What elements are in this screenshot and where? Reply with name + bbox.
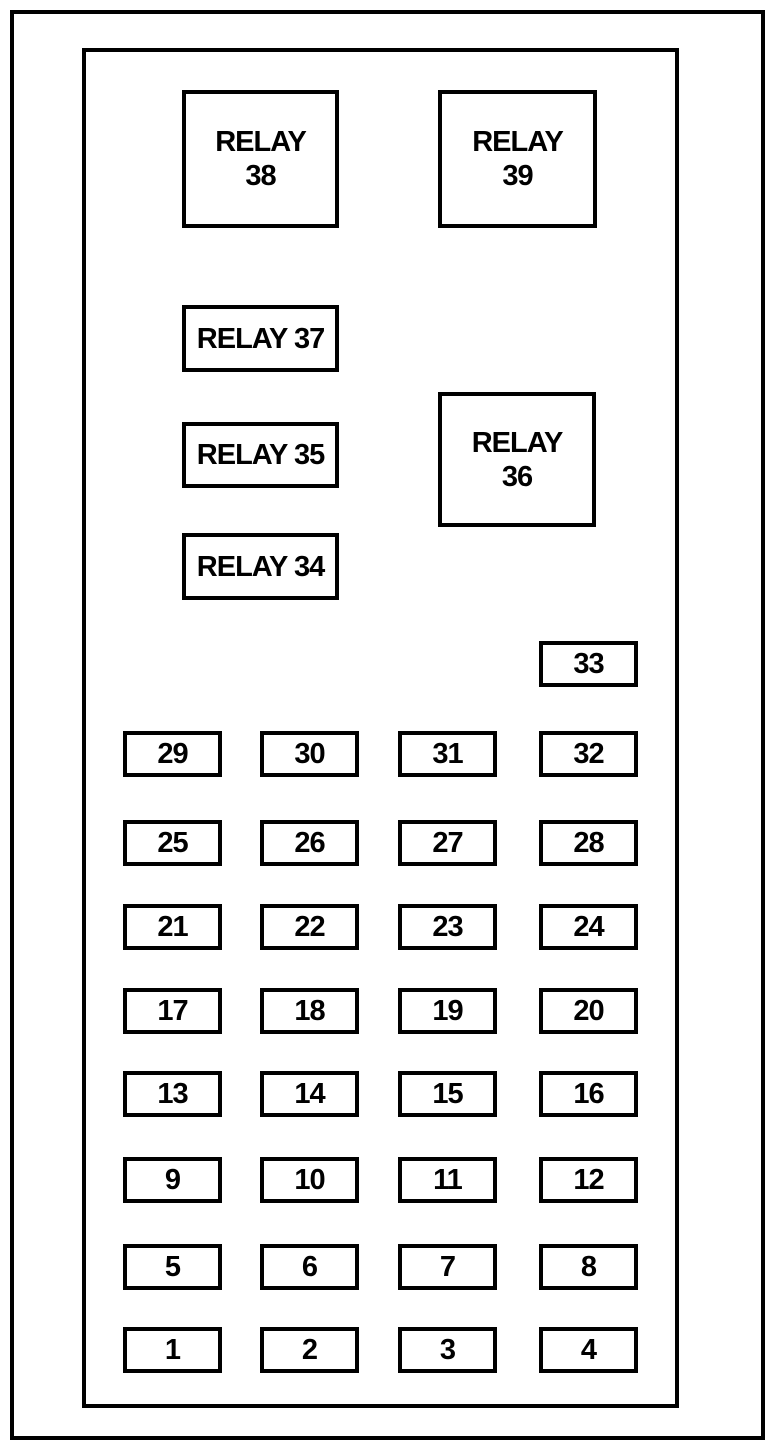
fuse-25: 25 <box>123 820 222 866</box>
fuse-11-label: 11 <box>433 1163 463 1196</box>
fuse-2: 2 <box>260 1327 359 1373</box>
fuse-panel-outline <box>82 48 679 1408</box>
relay-36-label: RELAY 36 <box>471 426 564 494</box>
fuse-10-label: 10 <box>294 1163 325 1196</box>
relay-34: RELAY 34 <box>182 533 339 600</box>
fuse-8: 8 <box>539 1244 638 1290</box>
fuse-33: 33 <box>539 641 638 687</box>
outer-frame <box>10 10 765 1440</box>
fuse-15-label: 15 <box>432 1077 463 1110</box>
fuse-20: 20 <box>539 988 638 1034</box>
fuse-31: 31 <box>398 731 497 777</box>
relay-39-line-1: RELAY <box>472 126 564 158</box>
fuse-28: 28 <box>539 820 638 866</box>
relay-36-line-2: 36 <box>501 460 533 493</box>
relay-37-line-1: RELAY 37 <box>196 322 325 355</box>
fuse-17-label: 17 <box>157 994 188 1027</box>
relay-37: RELAY 37 <box>182 305 339 372</box>
fuse-7: 7 <box>398 1244 497 1290</box>
fuse-18: 18 <box>260 988 359 1034</box>
fuse-20-label: 20 <box>573 994 604 1027</box>
fuse-15: 15 <box>398 1071 497 1117</box>
fuse-19-label: 19 <box>432 994 463 1027</box>
fuse-1-label: 1 <box>164 1333 181 1366</box>
fuse-24-label: 24 <box>573 910 604 943</box>
relay-39-label: RELAY 39 <box>472 125 564 193</box>
fuse-23-label: 23 <box>432 910 463 943</box>
relay-35: RELAY 35 <box>182 422 339 488</box>
fuse-18-label: 18 <box>294 994 325 1027</box>
fuse-21-label: 21 <box>157 910 188 943</box>
fuse-12: 12 <box>539 1157 638 1203</box>
fuse-30: 30 <box>260 731 359 777</box>
fuse-11: 11 <box>398 1157 497 1203</box>
relay-38-label: RELAY 38 <box>215 125 307 193</box>
relay-36-line-1: RELAY <box>471 426 564 459</box>
relay-35-label: RELAY 35 <box>196 438 325 472</box>
fuse-25-label: 25 <box>157 826 188 859</box>
fuse-33-label: 33 <box>573 647 604 680</box>
fuse-9-label: 9 <box>164 1163 181 1196</box>
fuse-5-label: 5 <box>164 1250 181 1283</box>
fuse-14-label: 14 <box>294 1077 325 1110</box>
fuse-4: 4 <box>539 1327 638 1373</box>
fuse-27-label: 27 <box>432 826 463 859</box>
fuse-22-label: 22 <box>294 910 325 943</box>
fuse-24: 24 <box>539 904 638 950</box>
fuse-6: 6 <box>260 1244 359 1290</box>
fuse-16-label: 16 <box>573 1077 604 1110</box>
fuse-8-label: 8 <box>580 1250 597 1283</box>
fuse-16: 16 <box>539 1071 638 1117</box>
fuse-3-label: 3 <box>439 1333 456 1366</box>
fuse-28-label: 28 <box>573 826 604 859</box>
fuse-22: 22 <box>260 904 359 950</box>
fuse-6-label: 6 <box>301 1250 318 1283</box>
fuse-13: 13 <box>123 1071 222 1117</box>
relay-36: RELAY 36 <box>438 392 596 527</box>
fuse-5: 5 <box>123 1244 222 1290</box>
relay-34-line-1: RELAY 34 <box>196 550 325 583</box>
fuse-32: 32 <box>539 731 638 777</box>
fuse-14: 14 <box>260 1071 359 1117</box>
fuse-26: 26 <box>260 820 359 866</box>
fuse-31-label: 31 <box>432 737 463 770</box>
fuse-29-label: 29 <box>157 737 188 770</box>
fuse-26-label: 26 <box>294 826 325 859</box>
fuse-7-label: 7 <box>439 1250 456 1283</box>
fuse-1: 1 <box>123 1327 222 1373</box>
relay-39-line-2: 39 <box>502 160 533 192</box>
fuse-3: 3 <box>398 1327 497 1373</box>
relay-34-label: RELAY 34 <box>196 550 325 584</box>
fuse-10: 10 <box>260 1157 359 1203</box>
fuse-30-label: 30 <box>294 737 325 770</box>
relay-38-line-1: RELAY <box>215 126 307 158</box>
fuse-32-label: 32 <box>573 737 604 770</box>
relay-35-line-1: RELAY 35 <box>196 439 325 471</box>
relay-37-label: RELAY 37 <box>196 322 325 356</box>
fuse-13-label: 13 <box>157 1077 188 1110</box>
fuse-12-label: 12 <box>573 1163 604 1196</box>
fuse-4-label: 4 <box>580 1333 597 1366</box>
fuse-17: 17 <box>123 988 222 1034</box>
fuse-21: 21 <box>123 904 222 950</box>
fuse-19: 19 <box>398 988 497 1034</box>
fuse-23: 23 <box>398 904 497 950</box>
relay-39: RELAY 39 <box>438 90 597 228</box>
fuse-2-label: 2 <box>301 1333 318 1366</box>
relay-38: RELAY 38 <box>182 90 339 228</box>
fuse-9: 9 <box>123 1157 222 1203</box>
fuse-27: 27 <box>398 820 497 866</box>
fuse-29: 29 <box>123 731 222 777</box>
relay-38-line-2: 38 <box>245 160 276 192</box>
